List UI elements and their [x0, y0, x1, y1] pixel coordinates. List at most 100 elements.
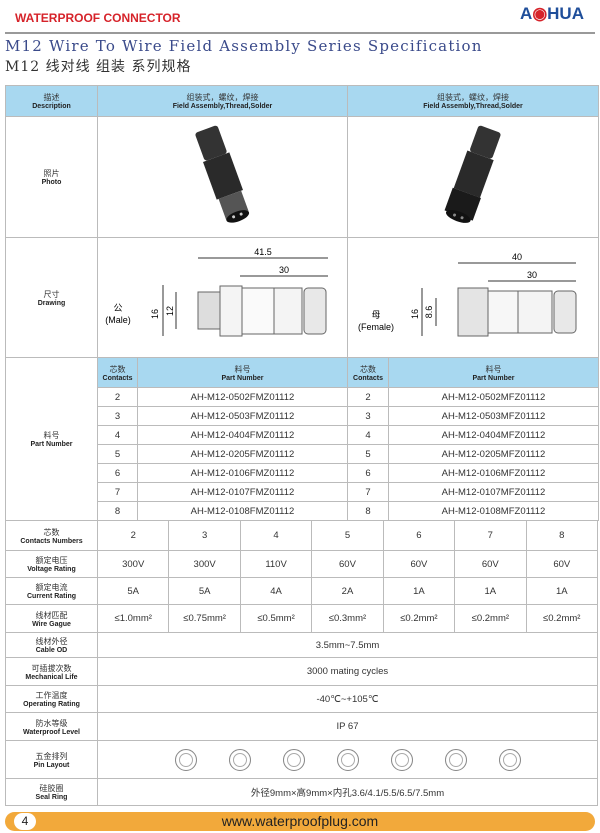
- contacts-cell: 7: [97, 482, 138, 502]
- contacts-cell: 5: [97, 444, 138, 464]
- male-part-number: AH-M12-0107FMZ01112: [137, 482, 348, 502]
- spec-value: IP 67: [97, 712, 598, 741]
- pin-layout-5-icon: [336, 748, 359, 771]
- female-part-number: AH-M12-0404MFZ01112: [388, 425, 599, 445]
- spec-value: 5A: [168, 577, 241, 605]
- pin-layout-8-icon: [498, 748, 521, 771]
- spec-value: 4: [239, 520, 313, 551]
- female-photo: [347, 116, 599, 238]
- spec-value: ≤0.2mm²: [525, 604, 599, 633]
- male-drawing: 公(Male) 41.5 30 16 12: [97, 237, 348, 359]
- male-part-number: AH-M12-0205FMZ01112: [137, 444, 348, 464]
- contacts-cell: 6: [347, 463, 389, 483]
- pin-layout-diagrams: [97, 740, 598, 779]
- contacts-cell: 5: [347, 444, 389, 464]
- male-part-number: AH-M12-0108FMZ01112: [137, 501, 348, 521]
- contacts-cell: 4: [347, 425, 389, 445]
- spec-value: 3: [168, 520, 241, 551]
- spec-value: 2: [96, 520, 170, 551]
- male-part-number: AH-M12-0503FMZ01112: [137, 406, 348, 426]
- male-part-number: AH-M12-0106FMZ01112: [137, 463, 348, 483]
- pin-layout-3-icon: [228, 748, 251, 771]
- spec-value: 300V: [168, 550, 241, 578]
- spec-value: ≤0.75mm²: [168, 604, 241, 633]
- spec-value: 1A: [382, 577, 456, 605]
- svg-text:16: 16: [410, 309, 420, 319]
- spec-value: 3000 mating cycles: [97, 657, 598, 686]
- spec-value: 60V: [382, 550, 456, 578]
- pin-layout-7-icon: [444, 748, 467, 771]
- spec-value: -40℃~+105℃: [97, 685, 598, 713]
- website-link[interactable]: www.waterproofplug.com: [221, 813, 379, 829]
- male-part-number: AH-M12-0502FMZ01112: [137, 387, 348, 407]
- svg-text:30: 30: [279, 265, 289, 275]
- contacts-cell: 8: [97, 501, 138, 521]
- spec-value: 60V: [454, 550, 527, 578]
- page-title-en: M12 Wire To Wire Field Assembly Series S…: [5, 37, 483, 55]
- spec-value: 2A: [311, 577, 384, 605]
- aohua-logo: A◉HUA: [520, 4, 584, 23]
- seal-ring-value: 外径9mm×高9mm×内孔3.6/4.1/5.5/6.5/7.5mm: [97, 778, 598, 806]
- contacts-cell: 3: [347, 406, 389, 426]
- spec-value: 8: [525, 520, 599, 551]
- female-dimension-drawing: 母(Female) 40 30 16 8.6: [358, 252, 577, 337]
- contacts-cell: 4: [97, 425, 138, 445]
- spec-value: ≤1.0mm²: [96, 604, 170, 633]
- contacts-cell: 3: [97, 406, 138, 426]
- header-divider: [5, 32, 595, 34]
- brand-title: WATERPROOF CONNECTOR: [15, 11, 181, 25]
- female-part-number: AH-M12-0205MFZ01112: [388, 444, 599, 464]
- spec-value: 1A: [454, 577, 527, 605]
- svg-text:30: 30: [527, 270, 537, 280]
- svg-text:公: 公: [113, 303, 122, 313]
- page-title-cn: M12 线对线 组装 系列规格: [5, 59, 192, 75]
- pin-layout-2-icon: [174, 748, 197, 771]
- svg-text:8.6: 8.6: [424, 306, 434, 319]
- spec-value: 5: [311, 520, 384, 551]
- female-part-number: AH-M12-0107MFZ01112: [388, 482, 599, 502]
- spec-value: 1A: [525, 577, 599, 605]
- spec-value: 110V: [239, 550, 313, 578]
- male-photo: [97, 116, 348, 238]
- svg-text:(Female): (Female): [358, 322, 394, 332]
- pin-layout-6-icon: [390, 748, 413, 771]
- male-part-number: AH-M12-0404FMZ01112: [137, 425, 348, 445]
- contacts-cell: 6: [97, 463, 138, 483]
- female-part-number: AH-M12-0106MFZ01112: [388, 463, 599, 483]
- svg-text:(Male): (Male): [105, 315, 131, 325]
- female-part-number: AH-M12-0108MFZ01112: [388, 501, 599, 521]
- spec-value: ≤0.2mm²: [454, 604, 527, 633]
- spec-value: 6: [382, 520, 456, 551]
- spec-value: ≤0.5mm²: [239, 604, 313, 633]
